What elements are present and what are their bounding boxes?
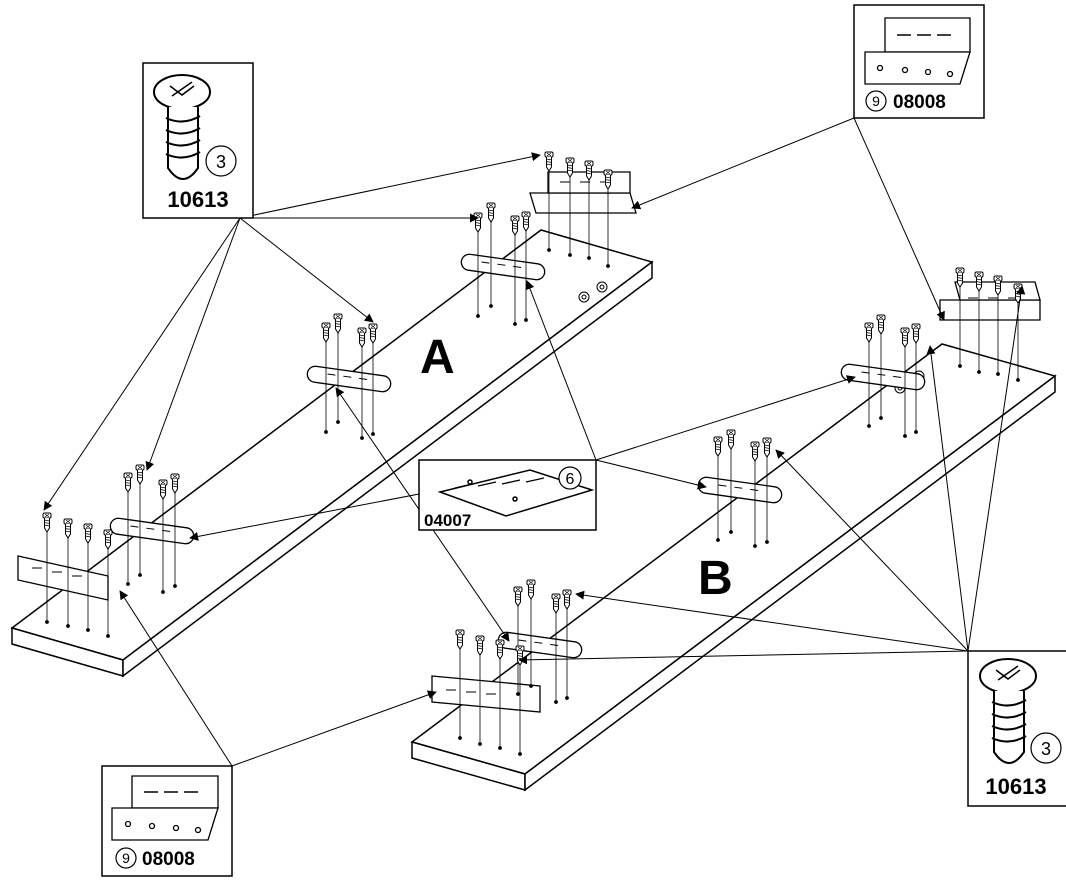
screw-callout-bottom: 3 10613 — [967, 650, 1066, 807]
angle-bracket-icon — [111, 775, 219, 841]
angle-bracket-icon — [864, 17, 971, 85]
screw-bottom-code: 10613 — [985, 774, 1046, 799]
leader-lines — [43, 117, 1026, 767]
plate-code: 04007 — [424, 511, 471, 530]
panel-b — [410, 343, 1057, 792]
screw-top-code: 10613 — [167, 187, 228, 212]
pan-head-screw-icon — [153, 74, 211, 180]
bracket-top-code: 08008 — [893, 92, 946, 113]
bracket-callout-top: 9 08008 — [853, 4, 985, 119]
connector-plate-icon — [437, 469, 595, 517]
bracket-callout-bottom: 9 08008 — [101, 765, 233, 877]
mounted-connector-plates — [109, 253, 926, 659]
bracket-bottom-code: 08008 — [142, 849, 195, 870]
plate-qty: 6 — [566, 471, 575, 488]
bracket-top-qty: 9 — [872, 93, 880, 109]
screw-callout-top: 3 10613 — [142, 62, 254, 219]
pan-head-screw-icon — [979, 658, 1037, 764]
bracket-bottom-qty: 9 — [122, 850, 130, 866]
screw-top-qty: 3 — [216, 152, 226, 172]
panel-a-label: A — [420, 331, 455, 384]
panel-b-label: B — [698, 552, 733, 605]
screw-bottom-qty: 3 — [1041, 739, 1051, 759]
plate-callout: 6 04007 — [418, 459, 597, 531]
